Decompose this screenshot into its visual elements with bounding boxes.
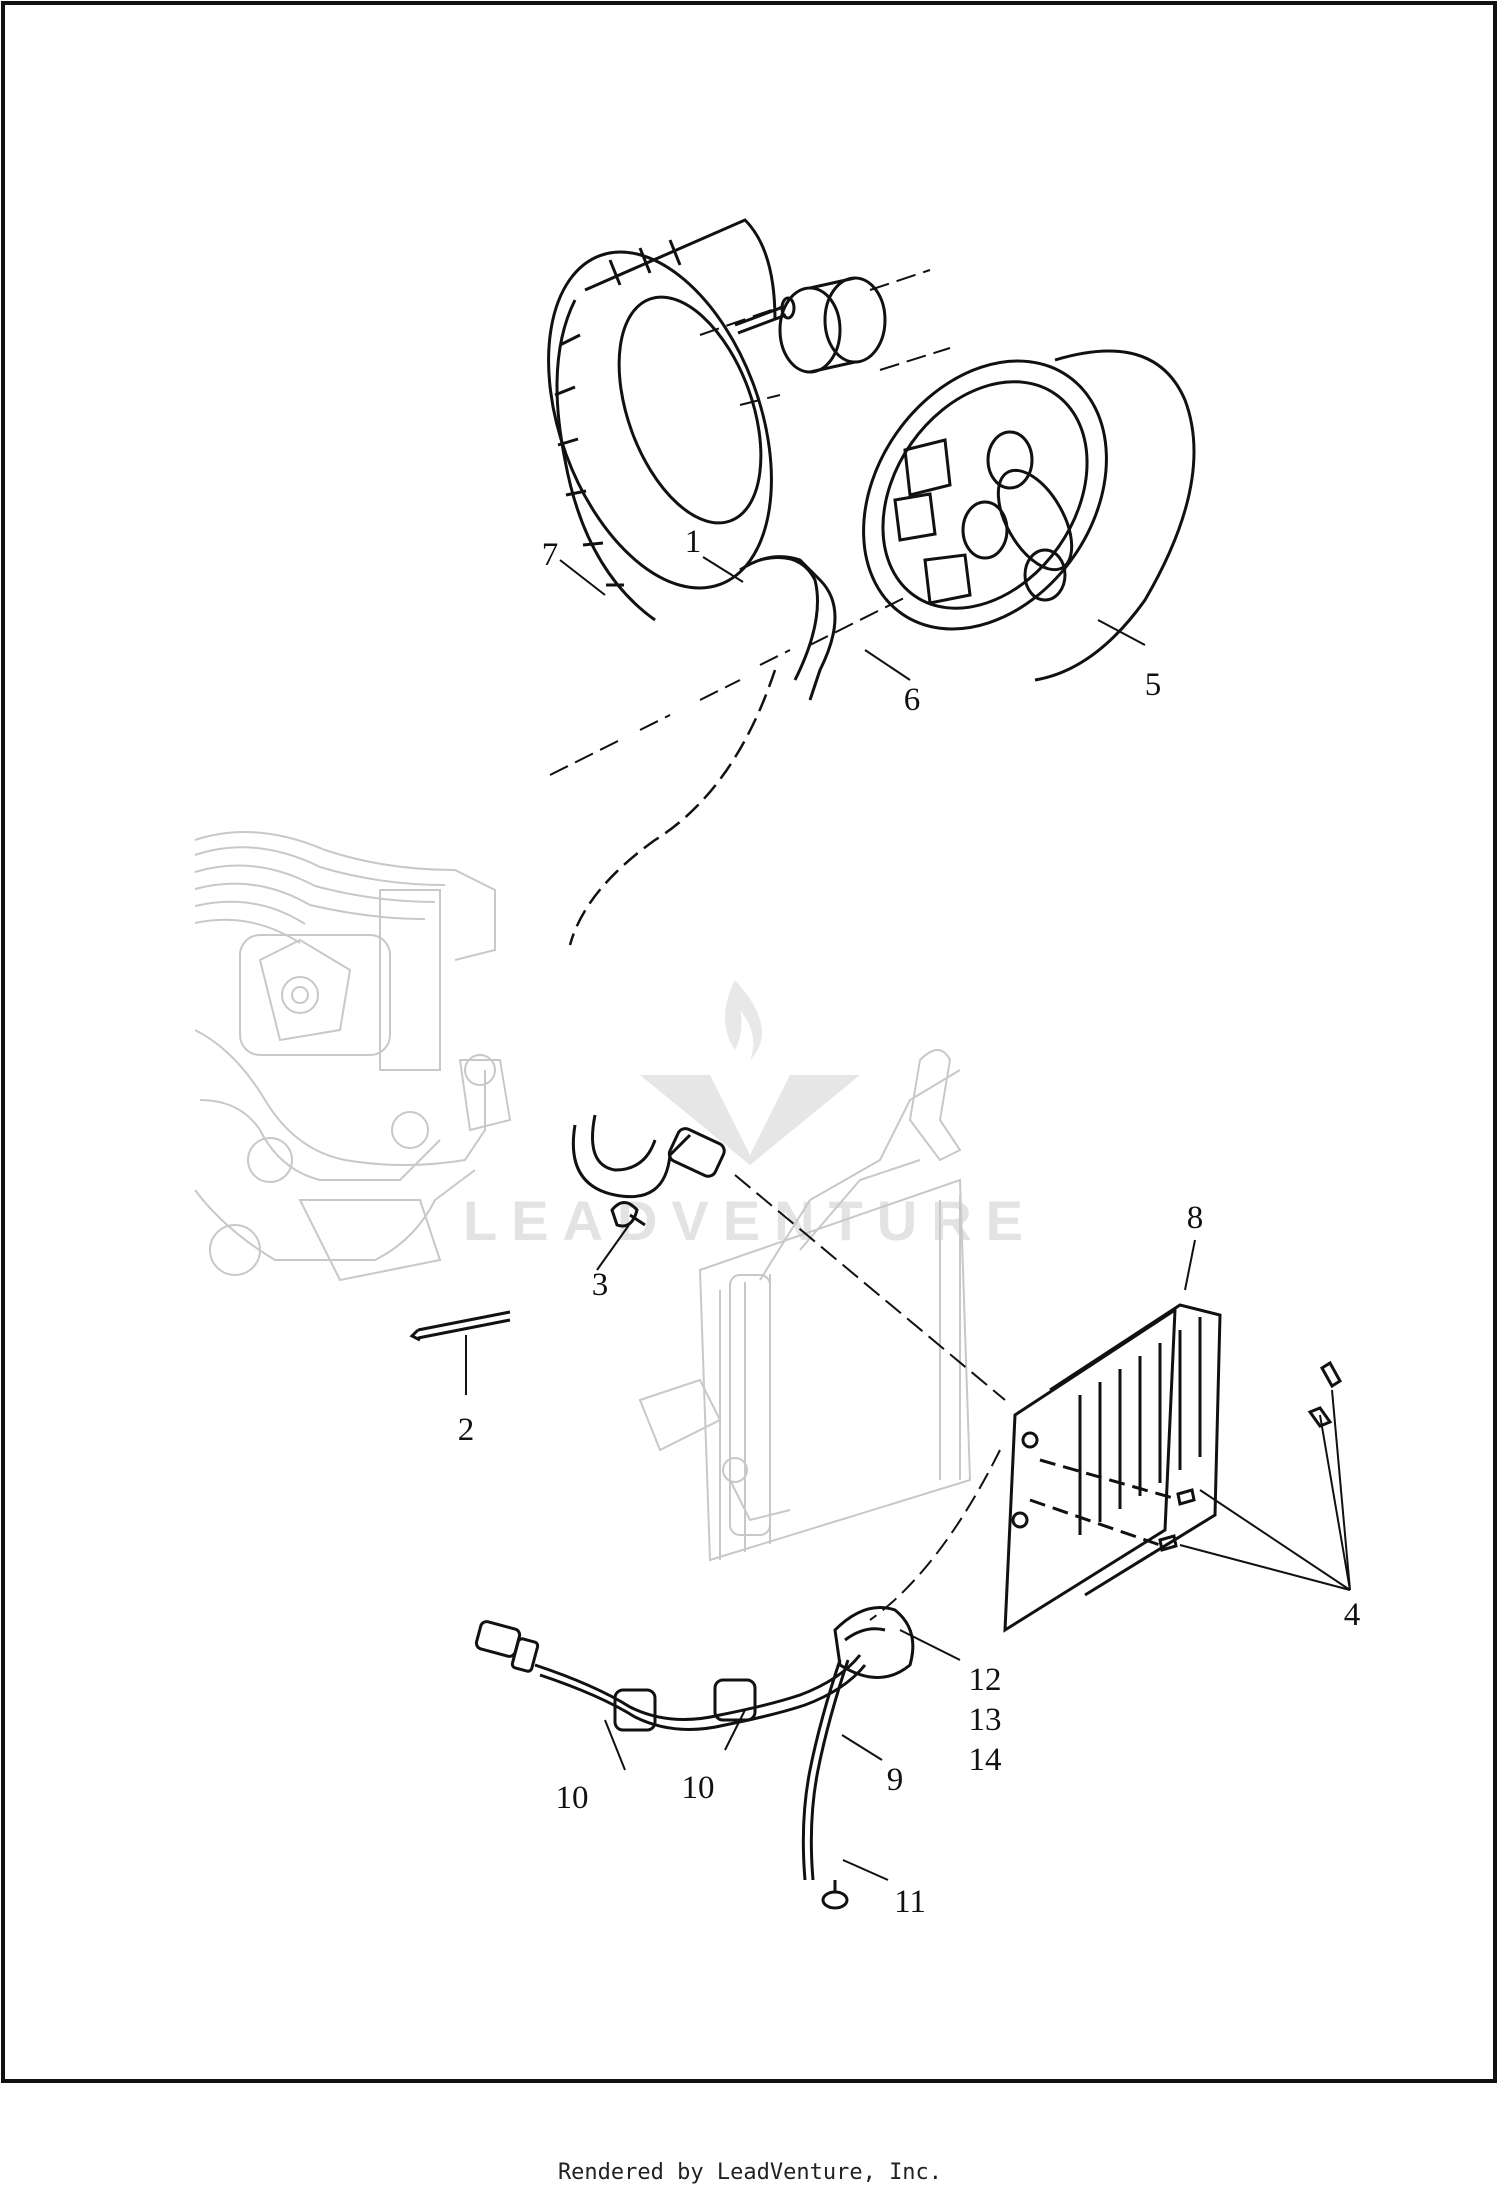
wire-clip [610, 1201, 646, 1228]
axis-line-mid [739, 347, 951, 406]
stator-plug [571, 1114, 726, 1199]
stator [547, 218, 837, 701]
callout-4: 4 [1344, 1597, 1361, 1633]
footer-credit: Rendered by LeadVenture, Inc. [557, 2160, 943, 2185]
regulator-screws [1029, 1360, 1343, 1552]
cable-strap [409, 1310, 511, 1342]
wiring-harness [474, 1606, 915, 1910]
callout-5: 5 [1145, 667, 1162, 703]
callout-9: 9 [887, 1762, 904, 1798]
watermark: LEADVENTURE [463, 980, 1037, 1252]
voltage-regulator [1003, 1303, 1222, 1633]
bushing [778, 276, 887, 374]
engine-background-illustration [194, 831, 512, 1282]
callout-12: 12 [969, 1662, 1002, 1698]
axis-line [549, 594, 911, 776]
callout-3: 3 [592, 1267, 609, 1303]
connection-leader-line [568, 669, 777, 946]
callout-11: 11 [894, 1884, 926, 1920]
plug-leader-line [734, 1174, 1006, 1401]
rotor-flywheel [862, 349, 1196, 682]
callout-14: 14 [969, 1742, 1002, 1778]
radiator-background-illustration [638, 1049, 972, 1562]
callout-10-right: 10 [682, 1770, 715, 1806]
callout-10-left: 10 [556, 1780, 589, 1816]
watermark-text: LEADVENTURE [463, 1189, 1037, 1252]
callout-13: 13 [969, 1702, 1002, 1738]
axis-line-upper [699, 269, 931, 336]
callout-leaders [465, 556, 1351, 1881]
diagram-border [1, 1, 1497, 2083]
callout-6: 6 [904, 682, 921, 718]
callout-2: 2 [458, 1412, 475, 1448]
callout-7: 7 [542, 537, 559, 573]
regulator-connector-leader-line [869, 1449, 1001, 1621]
callout-1: 1 [685, 524, 702, 560]
callout-8: 8 [1187, 1200, 1204, 1236]
